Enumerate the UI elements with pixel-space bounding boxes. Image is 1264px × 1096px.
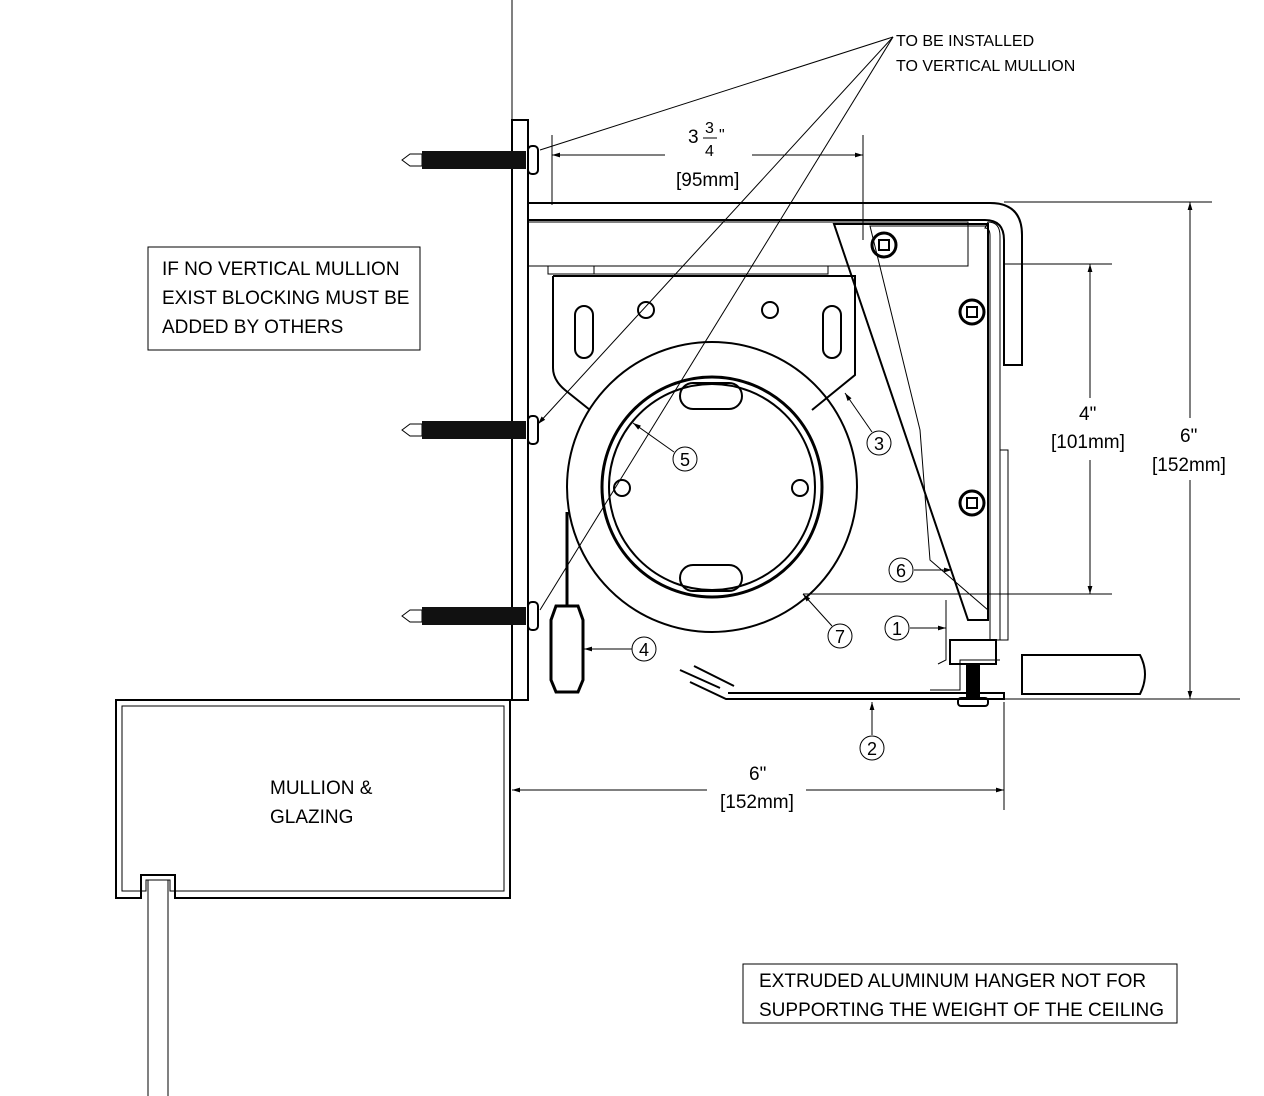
blocking-note: IF NO VERTICAL MULLION EXIST BLOCKING MU… [147, 246, 421, 351]
dimension-inner-height: 4" [101mm] [1004, 263, 1125, 595]
svg-text:3: 3 [688, 127, 699, 148]
ceiling-slab [1004, 654, 1240, 700]
svg-text:5: 5 [680, 450, 690, 470]
mullion-label-line2: GLAZING [270, 807, 353, 828]
bottom-closure [679, 659, 1005, 700]
bottom-screw [937, 600, 997, 707]
svg-text:6": 6" [1180, 426, 1197, 447]
svg-text:ADDED BY OTHERS: ADDED BY OTHERS [162, 317, 343, 338]
wedge-screw [958, 298, 986, 326]
insulation-wedge [832, 223, 989, 621]
wedge-screw [870, 231, 898, 259]
dimension-top-width: 3 3 4 " [95mm] [551, 120, 864, 240]
svg-text:4: 4 [705, 143, 714, 160]
housing-top [527, 202, 1023, 366]
mullion-label-line1: MULLION & [270, 778, 373, 799]
svg-text:4: 4 [639, 640, 649, 660]
dimension-overall-height: 6" [152mm] [1004, 201, 1226, 699]
install-note-line1: TO BE INSTALLED [896, 33, 1034, 50]
wall-screw [401, 415, 539, 445]
svg-text:7: 7 [835, 627, 845, 647]
mullion-glazing-box: MULLION & GLAZING [115, 699, 511, 1096]
svg-text:EXIST BLOCKING MUST BE: EXIST BLOCKING MUST BE [162, 288, 409, 309]
callout-2: 2 [859, 702, 885, 761]
callout-3: 3 [844, 392, 892, 456]
dimension-overall-width: 6" [152mm] [512, 702, 1005, 813]
svg-text:3: 3 [874, 434, 884, 454]
fabric-roll [566, 341, 858, 633]
callout-1: 1 [884, 615, 946, 641]
svg-text:2: 2 [867, 739, 877, 759]
wedge-screw [958, 489, 986, 517]
svg-text:6: 6 [896, 561, 906, 581]
callout-4: 4 [584, 636, 657, 662]
wall-screw [401, 601, 539, 631]
hanger-note: EXTRUDED ALUMINUM HANGER NOT FOR SUPPORT… [742, 963, 1178, 1024]
svg-text:[152mm]: [152mm] [720, 792, 794, 813]
svg-text:SUPPORTING THE WEIGHT OF THE C: SUPPORTING THE WEIGHT OF THE CEILING [759, 1000, 1164, 1021]
wall-screw [401, 145, 539, 175]
callout-6: 6 [888, 557, 952, 583]
svg-text:EXTRUDED ALUMINUM HANGER NOT F: EXTRUDED ALUMINUM HANGER NOT FOR [759, 971, 1146, 992]
install-note-leaders [537, 36, 894, 611]
svg-text:[152mm]: [152mm] [1152, 455, 1226, 476]
svg-text:4": 4" [1079, 404, 1096, 425]
svg-text:6": 6" [749, 764, 766, 785]
bracket-plate [552, 275, 856, 411]
svg-text:": " [719, 127, 725, 144]
svg-text:[101mm]: [101mm] [1051, 432, 1125, 453]
pull-cord [549, 512, 585, 694]
svg-text:IF NO VERTICAL MULLION: IF NO VERTICAL MULLION [162, 259, 400, 280]
install-note-line2: TO VERTICAL MULLION [896, 58, 1075, 75]
mullion-plate [511, 119, 529, 701]
svg-text:[95mm]: [95mm] [676, 170, 739, 191]
callout-7: 7 [802, 593, 1112, 649]
svg-text:1: 1 [892, 619, 902, 639]
svg-text:3: 3 [705, 120, 714, 137]
callout-5: 5 [632, 422, 698, 472]
